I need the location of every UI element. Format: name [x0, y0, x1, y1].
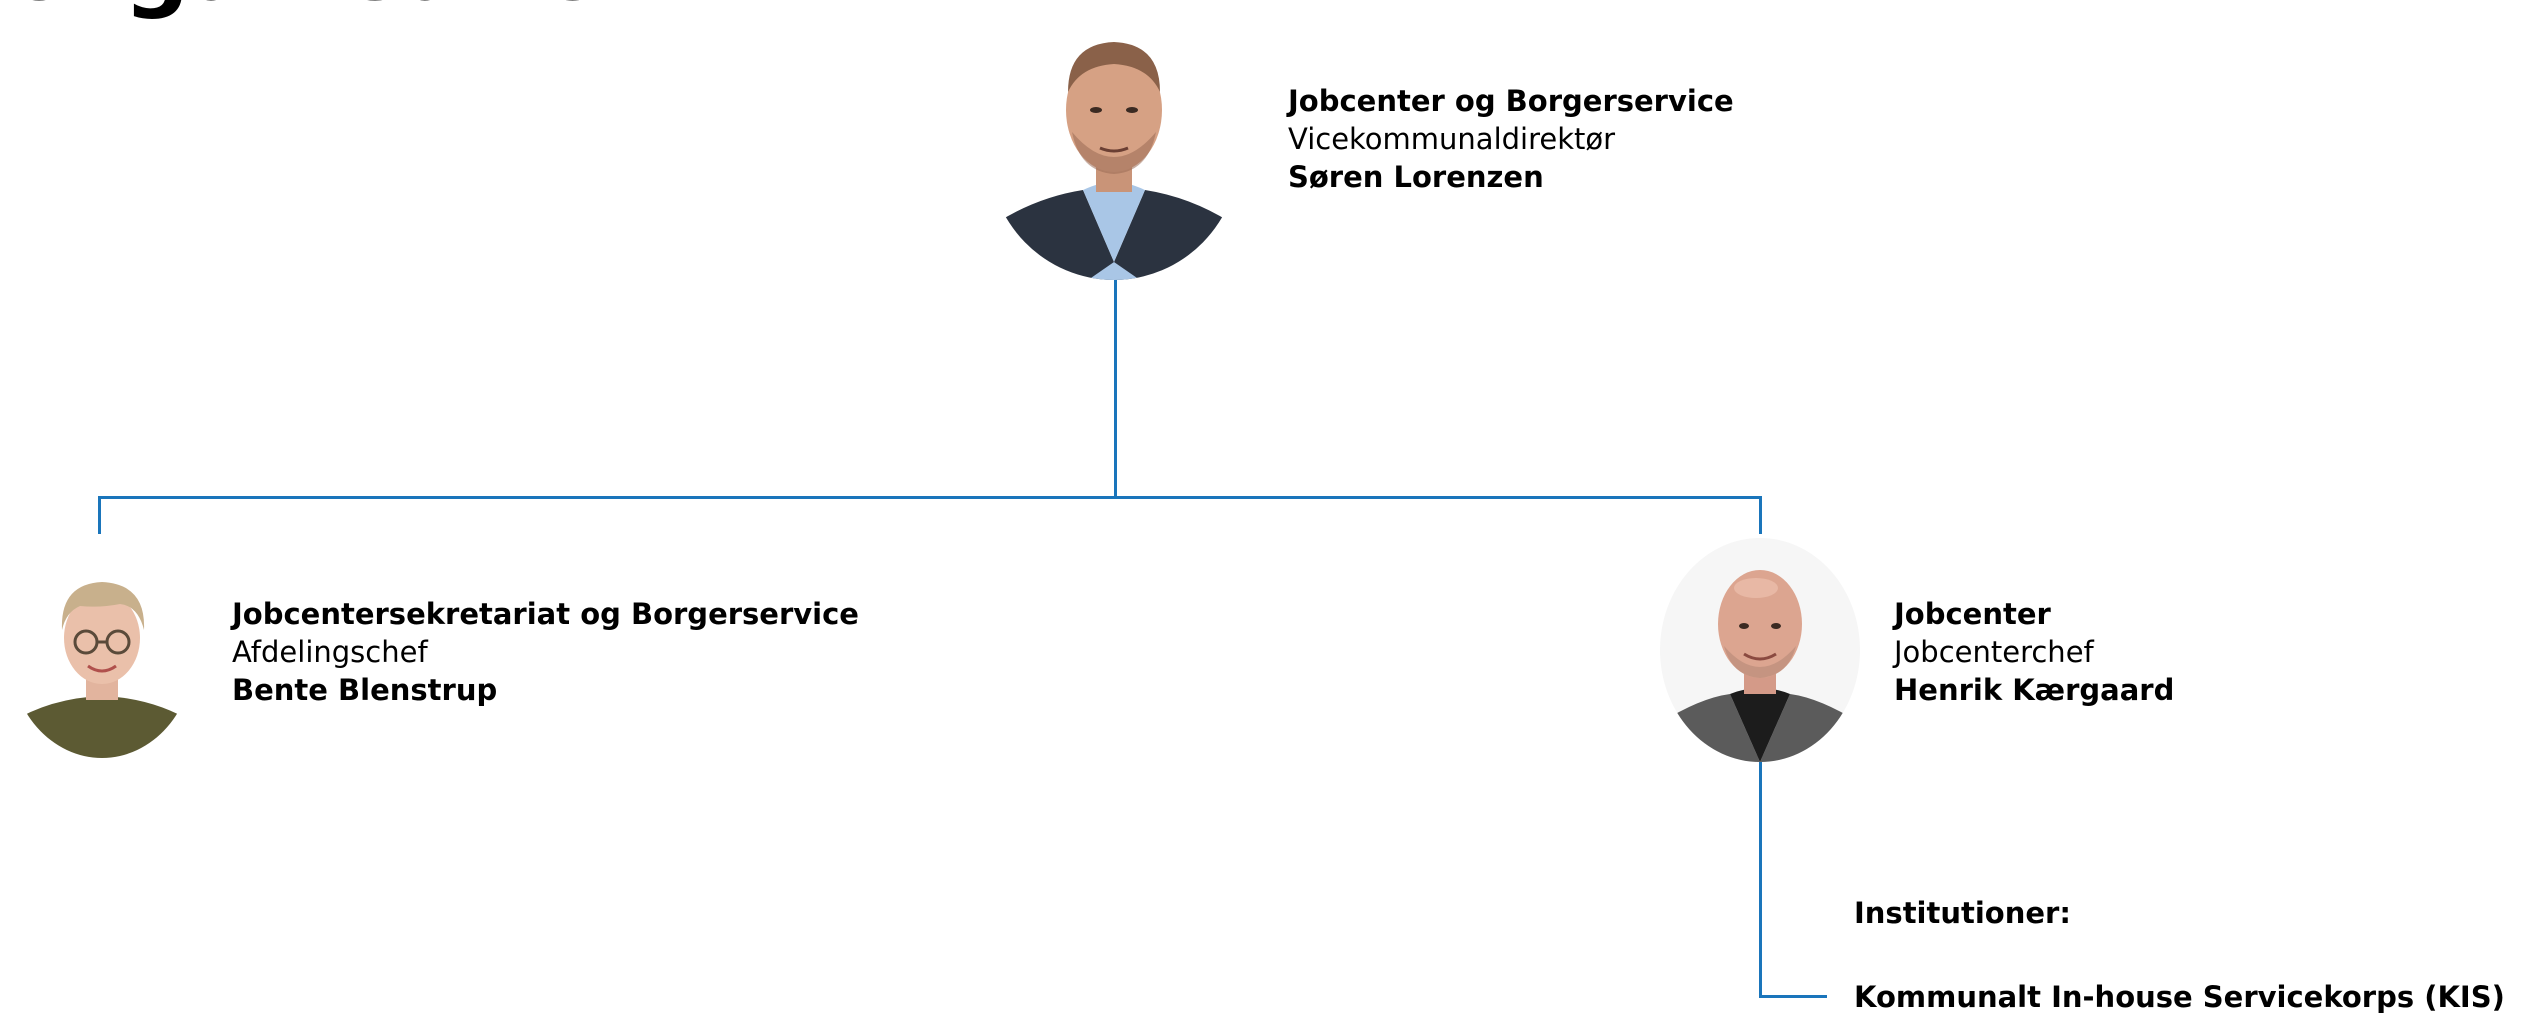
connector-institution — [1759, 995, 1827, 998]
connector-right-drop — [1759, 496, 1762, 534]
right-manager-name: Henrik Kærgaard — [1894, 673, 2175, 707]
left-manager-role: Afdelingschef — [232, 635, 428, 669]
left-manager-info: Jobcentersekretariat og Borgerservice Af… — [232, 595, 859, 709]
top-manager-unit: Jobcenter og Borgerservice — [1288, 84, 1734, 118]
right-manager-photo — [1660, 538, 1860, 762]
top-manager-role: Vicekommunaldirektør — [1288, 122, 1616, 156]
right-manager-unit: Jobcenter — [1894, 597, 2051, 631]
portrait-photo-icon — [988, 22, 1240, 280]
page-title: Organisation — [0, 0, 670, 14]
left-manager-photo — [10, 548, 194, 758]
right-manager-info: Jobcenter Jobcenterchef Henrik Kærgaard — [1894, 595, 2174, 709]
connector-right-down — [1759, 756, 1762, 997]
top-manager-info: Jobcenter og Borgerservice Vicekommunald… — [1288, 82, 1734, 196]
portrait-photo-icon — [10, 548, 194, 758]
connector-left-drop — [98, 496, 101, 534]
connector-horizontal — [98, 496, 1762, 499]
institution-item: Kommunalt In-house Servicekorps (KIS) — [1854, 980, 2505, 1014]
institutions-heading: Institutioner: — [1854, 896, 2071, 930]
left-manager-unit: Jobcentersekretariat og Borgerservice — [232, 597, 859, 631]
right-manager-role: Jobcenterchef — [1894, 635, 2094, 669]
connector-top-down — [1114, 276, 1117, 498]
left-manager-name: Bente Blenstrup — [232, 673, 498, 707]
top-manager-name: Søren Lorenzen — [1288, 160, 1544, 194]
portrait-photo-icon — [1660, 538, 1860, 762]
top-manager-photo — [988, 22, 1240, 280]
